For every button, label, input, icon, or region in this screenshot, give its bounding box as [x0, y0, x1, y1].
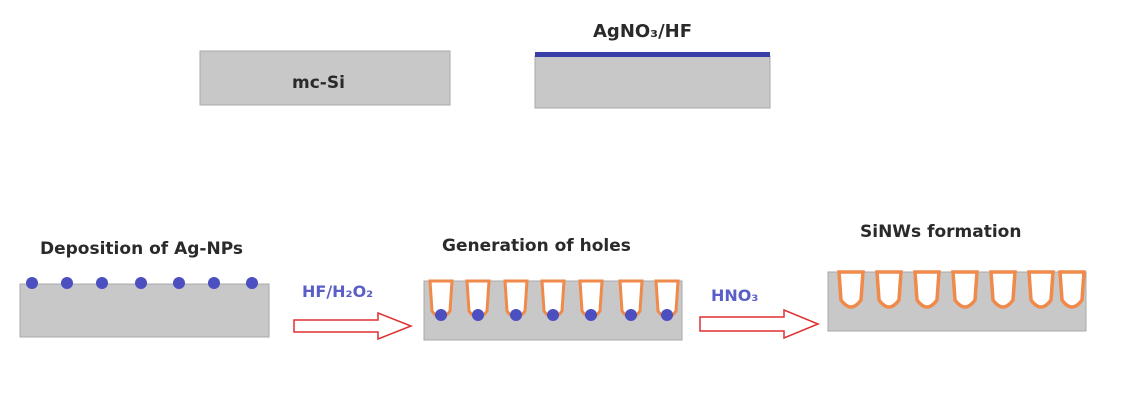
silicon-nanowires [837, 270, 1086, 309]
ag-nanoparticle [96, 277, 108, 289]
mc-si-label: mc-Si [292, 73, 345, 93]
ag-nanoparticle [135, 277, 147, 289]
etched-holes [428, 279, 680, 321]
nanowire-groove [837, 270, 865, 309]
ag-nanoparticle [585, 309, 597, 321]
ag-nanoparticle [547, 309, 559, 321]
sinws-label: SiNWs formation [860, 222, 1022, 242]
ag-nanoparticle [625, 309, 637, 321]
agno3-wafer [534, 55, 771, 109]
deposition-label: Deposition of Ag-NPs [40, 239, 243, 259]
deposition-wafer [19, 283, 270, 338]
ag-nanoparticle [472, 309, 484, 321]
ag-nanoparticles [26, 277, 258, 289]
nanowire-groove [875, 270, 903, 309]
mc-si-wafer [199, 50, 451, 106]
hf-h2o2-reagent: HF/H₂O₂ [302, 282, 374, 301]
agno3-layer [535, 52, 770, 57]
nanowire-groove [1058, 270, 1086, 309]
hno3-reagent: HNO₃ [711, 286, 759, 305]
ag-nanoparticle [26, 277, 38, 289]
ag-nanoparticle [208, 277, 220, 289]
nanowire-groove [913, 270, 941, 309]
ag-nanoparticle [435, 309, 447, 321]
ag-nanoparticle [61, 277, 73, 289]
agno3-hf-label: AgNO₃/HF [593, 21, 692, 42]
nanowire-groove [1027, 270, 1055, 309]
ag-nanoparticle [510, 309, 522, 321]
ag-nanoparticle [246, 277, 258, 289]
holes-label: Generation of holes [442, 236, 631, 256]
ag-nanoparticle [173, 277, 185, 289]
right-arrow-icon [699, 308, 820, 340]
right-arrow-icon [293, 311, 414, 341]
nanowire-groove [951, 270, 979, 309]
ag-nanoparticle [661, 309, 673, 321]
nanowire-groove [989, 270, 1017, 309]
